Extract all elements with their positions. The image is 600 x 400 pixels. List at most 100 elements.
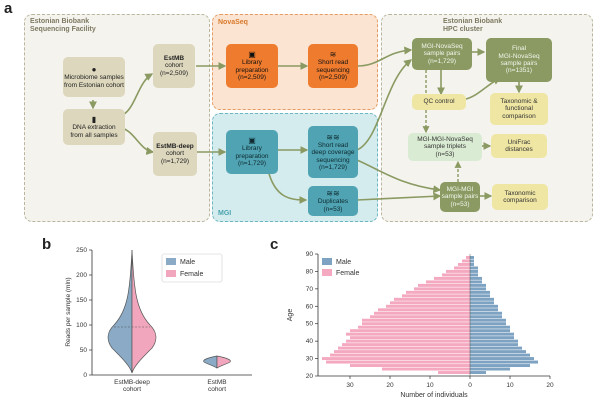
y-tick-label: 30 — [306, 356, 314, 363]
bar-female — [426, 280, 470, 284]
bar-male — [470, 357, 534, 361]
x-tick-label: 10 — [506, 382, 514, 389]
bar-female — [394, 297, 470, 301]
test-tube-icon: ▮ — [91, 115, 97, 125]
violin-ytick: 150 — [76, 297, 87, 304]
x-axis-label: Number of individuals — [400, 392, 468, 399]
bar-male — [470, 371, 486, 374]
bar-female — [446, 269, 470, 273]
dna-icon: ≋≋ — [326, 132, 340, 142]
bar-male — [470, 259, 474, 263]
bar-female — [350, 336, 470, 340]
bar-female — [338, 346, 470, 350]
violin-estmb-male — [203, 355, 218, 369]
legend-male-swatch — [322, 258, 332, 265]
facility-panel-label: Estonian Biobank Sequencing Facility — [30, 18, 96, 33]
arrow-libmgi-dup — [267, 169, 308, 204]
violin-category-label: EstMB — [207, 379, 226, 386]
bar-male — [470, 343, 518, 347]
violin-legend-box — [161, 253, 223, 283]
novaseq-panel-label: NovaSeq — [218, 19, 248, 26]
node-estmb-cohort: EstMB cohort (n=2,509) — [153, 44, 195, 88]
legend-male-label: Male — [336, 259, 351, 266]
node-duplicates: ≋≋ Duplicates (n=53) — [308, 186, 358, 216]
bar-female — [442, 273, 470, 277]
bar-female — [358, 325, 470, 329]
bar-male — [470, 283, 486, 287]
bar-male — [470, 308, 498, 312]
node-unifrac: UniFrac distances — [491, 134, 547, 158]
bar-female — [326, 360, 470, 364]
bar-male — [470, 262, 474, 266]
bar-male — [470, 318, 506, 322]
bar-female — [346, 332, 470, 336]
arrow-dna-estmbdeep — [121, 127, 155, 155]
bar-male — [470, 325, 510, 329]
bar-male — [470, 297, 494, 301]
y-tick-label: 70 — [306, 286, 314, 293]
arrow-dup-mgimgi — [356, 192, 442, 201]
bar-female — [346, 339, 470, 343]
bar-female — [350, 329, 470, 333]
node-library-prep-mgi: ▣ Library preparation (n=1,729) — [226, 130, 278, 174]
x-tick-label: 0 — [468, 382, 472, 389]
panel-letter-c: c — [270, 236, 279, 253]
y-tick-label: 40 — [306, 338, 314, 345]
kit-icon: ▣ — [248, 136, 256, 146]
bar-female — [458, 262, 470, 266]
node-estmbdeep-cohort: EstMB-deep cohort (n=1,729) — [153, 132, 197, 176]
arrow-deepmgi-mgimgi — [356, 159, 442, 194]
bar-female — [330, 353, 470, 357]
violin-estmb-female — [216, 355, 231, 369]
bar-male — [470, 266, 478, 270]
violin-ylabel: Reads per sample (mln) — [65, 277, 72, 346]
bar-female — [342, 343, 470, 347]
dna-icon: ≋ — [329, 50, 337, 60]
x-tick-label: 20 — [386, 382, 394, 389]
bar-female — [370, 315, 470, 319]
poop-icon: ● — [91, 65, 97, 75]
bar-male — [470, 280, 482, 284]
bar-female — [322, 357, 470, 361]
bar-male — [470, 367, 510, 371]
bar-male — [470, 339, 518, 343]
bar-female — [350, 364, 470, 368]
node-mgi-mgi-pairs: MGI-MGI sample pairs (n=53) — [440, 182, 480, 212]
bar-male — [470, 276, 482, 280]
node-mgi-novaseq-pairs: MGI-NovaSeq sample pairs (n=1,729) — [412, 38, 472, 70]
violin-category-label: cohort — [123, 386, 141, 393]
bar-female — [406, 290, 470, 294]
violin-deep-female — [131, 249, 157, 374]
violin-ytick: 100 — [76, 322, 87, 329]
bar-female — [466, 256, 470, 259]
node-deep-sequencing-mgi: ≋≋ Short read deep coverage sequencing (… — [308, 126, 358, 178]
bar-female — [402, 294, 470, 298]
bar-male — [470, 315, 502, 319]
bar-male — [470, 304, 498, 308]
violin-ytick: 50 — [80, 347, 88, 354]
bar-male — [470, 332, 514, 336]
bar-female — [418, 283, 470, 287]
y-tick-label: 90 — [306, 251, 314, 258]
node-taxonomic-functional: Taxonomic & functional comparison — [490, 93, 548, 125]
node-triplets: MGI-MGI-NovaSeq sample triplets (n=53) — [408, 133, 482, 161]
violin-legend-male: Male — [180, 259, 195, 266]
arrow-shortnova-pairs — [356, 46, 413, 67]
legend-female-swatch — [322, 269, 332, 276]
bar-male — [470, 360, 538, 364]
bar-female — [374, 311, 470, 315]
violin-ytick: 0 — [83, 372, 87, 379]
violin-category-label: EstMB-deep — [114, 379, 150, 386]
bar-female — [382, 367, 470, 371]
y-tick-label: 60 — [306, 303, 314, 310]
x-tick-label: 20 — [546, 382, 554, 389]
bar-male — [470, 256, 474, 259]
x-tick-label: 30 — [346, 382, 354, 389]
violin-ytick: 200 — [76, 272, 87, 279]
node-taxonomic-comparison: Taxonomic comparison — [492, 184, 548, 210]
dna-icon: ≋≋ — [326, 189, 340, 199]
bar-male — [470, 329, 510, 333]
y-axis-label: Age — [287, 309, 294, 322]
bar-male — [470, 346, 522, 350]
